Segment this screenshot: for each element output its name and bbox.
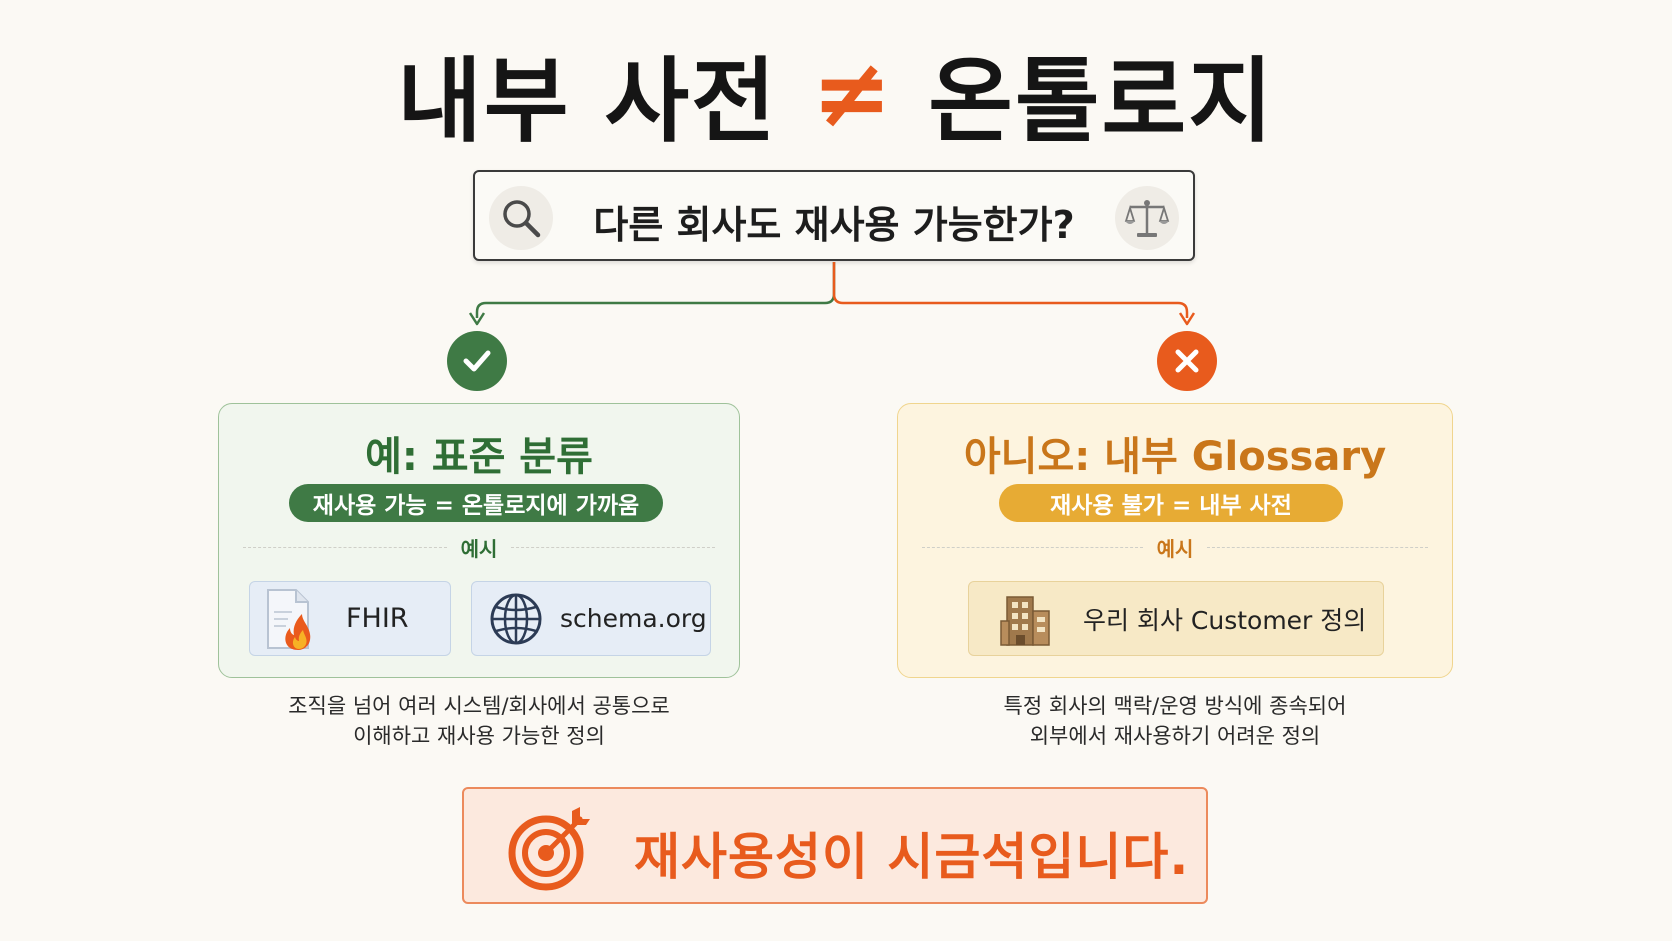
yes-description-line-1: 조직을 넘어 여러 시스템/회사에서 공통으로: [288, 694, 670, 718]
example-fhir-label: FHIR: [346, 603, 409, 634]
search-icon: [489, 186, 553, 250]
no-description-line-1: 특정 회사의 맥락/운영 방식에 종속되어: [1003, 694, 1347, 718]
examples-divider: 예시: [922, 532, 1428, 562]
example-schema-org: schema.org: [471, 581, 711, 656]
title-right: 온톨로지: [928, 47, 1275, 155]
no-card: 아니오: 내부 Glossary 재사용 불가 = 내부 사전 예시 우리 회: [897, 403, 1453, 678]
example-schema-org-label: schema.org: [560, 604, 707, 633]
not-equal-symbol: ≠: [811, 37, 895, 149]
yes-description: 조직을 넘어 여러 시스템/회사에서 공통으로 이해하고 재사용 가능한 정의: [218, 691, 740, 751]
no-description-line-2: 외부에서 재사용하기 어려운 정의: [1029, 724, 1321, 748]
x-icon: [1157, 331, 1217, 391]
target-icon: [508, 807, 592, 895]
conclusion-box: 재사용성이 시금석입니다.: [462, 787, 1208, 904]
example-internal-customer: 우리 회사 Customer 정의: [968, 581, 1384, 656]
no-card-title: 아니오: 내부 Glossary: [963, 434, 1387, 480]
reusable-badge: 재사용 가능 = 온톨로지에 가까움: [289, 484, 663, 522]
check-icon: [447, 331, 507, 391]
document-fire-icon: [250, 586, 330, 652]
conclusion-text: 재사용성이 시금석입니다.: [634, 828, 1190, 886]
example-internal-customer-label: 우리 회사 Customer 정의: [1083, 605, 1367, 635]
examples-divider: 예시: [243, 532, 715, 562]
question-box: 다른 회사도 재사용 가능한가?: [473, 170, 1195, 261]
example-fhir: FHIR: [249, 581, 451, 656]
yes-card-title: 예: 표준 분류: [365, 434, 593, 480]
no-description: 특정 회사의 맥락/운영 방식에 종속되어 외부에서 재사용하기 어려운 정의: [897, 691, 1453, 751]
building-icon: [969, 591, 1083, 647]
title-left: 내부 사전: [397, 47, 778, 155]
examples-label: 예시: [1156, 536, 1194, 561]
globe-icon: [472, 591, 560, 647]
scales-icon: [1115, 186, 1179, 250]
question-text: 다른 회사도 재사용 가능한가?: [593, 203, 1075, 247]
yes-card: 예: 표준 분류 재사용 가능 = 온톨로지에 가까움 예시 FHIR: [218, 403, 740, 678]
page-title: 내부 사전 ≠ 온톨로지: [0, 37, 1672, 155]
not-reusable-badge: 재사용 불가 = 내부 사전: [999, 484, 1343, 522]
examples-label: 예시: [460, 536, 498, 561]
yes-description-line-2: 이해하고 재사용 가능한 정의: [353, 724, 605, 748]
